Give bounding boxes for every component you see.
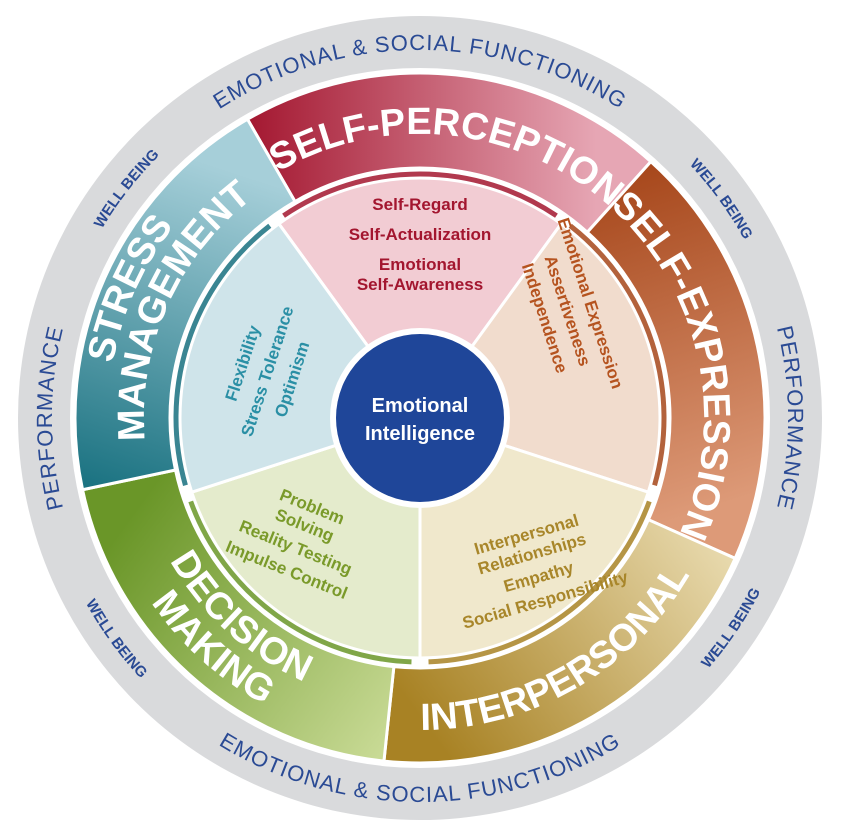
- subscale-label: Self-Actualization: [349, 225, 492, 244]
- subscale-label: Emotional: [379, 255, 461, 274]
- center-circle: [336, 334, 504, 502]
- self-perception-wedge: [276, 176, 564, 421]
- center-label: Emotional: [372, 395, 469, 417]
- center-label: Intelligence: [365, 423, 475, 445]
- self-expression-rim: [568, 223, 667, 486]
- self-perception-subscales: Self-RegardSelf-ActualizationEmotionalSe…: [349, 195, 492, 294]
- self-perception-rim: [282, 171, 558, 218]
- interpersonal-band: [382, 517, 738, 765]
- stress-management-rim: [173, 223, 272, 486]
- subscale-label: Self-Regard: [372, 195, 467, 214]
- decision-making-band: [80, 468, 396, 763]
- decision-making-rim: [188, 500, 412, 665]
- self-perception-band: [245, 71, 653, 235]
- composite-self-perception: [245, 71, 653, 421]
- subscale-label: Self-Awareness: [357, 275, 483, 294]
- interpersonal-rim: [428, 500, 652, 665]
- self-expression-band: [585, 159, 767, 561]
- stress-management-band: [73, 117, 298, 492]
